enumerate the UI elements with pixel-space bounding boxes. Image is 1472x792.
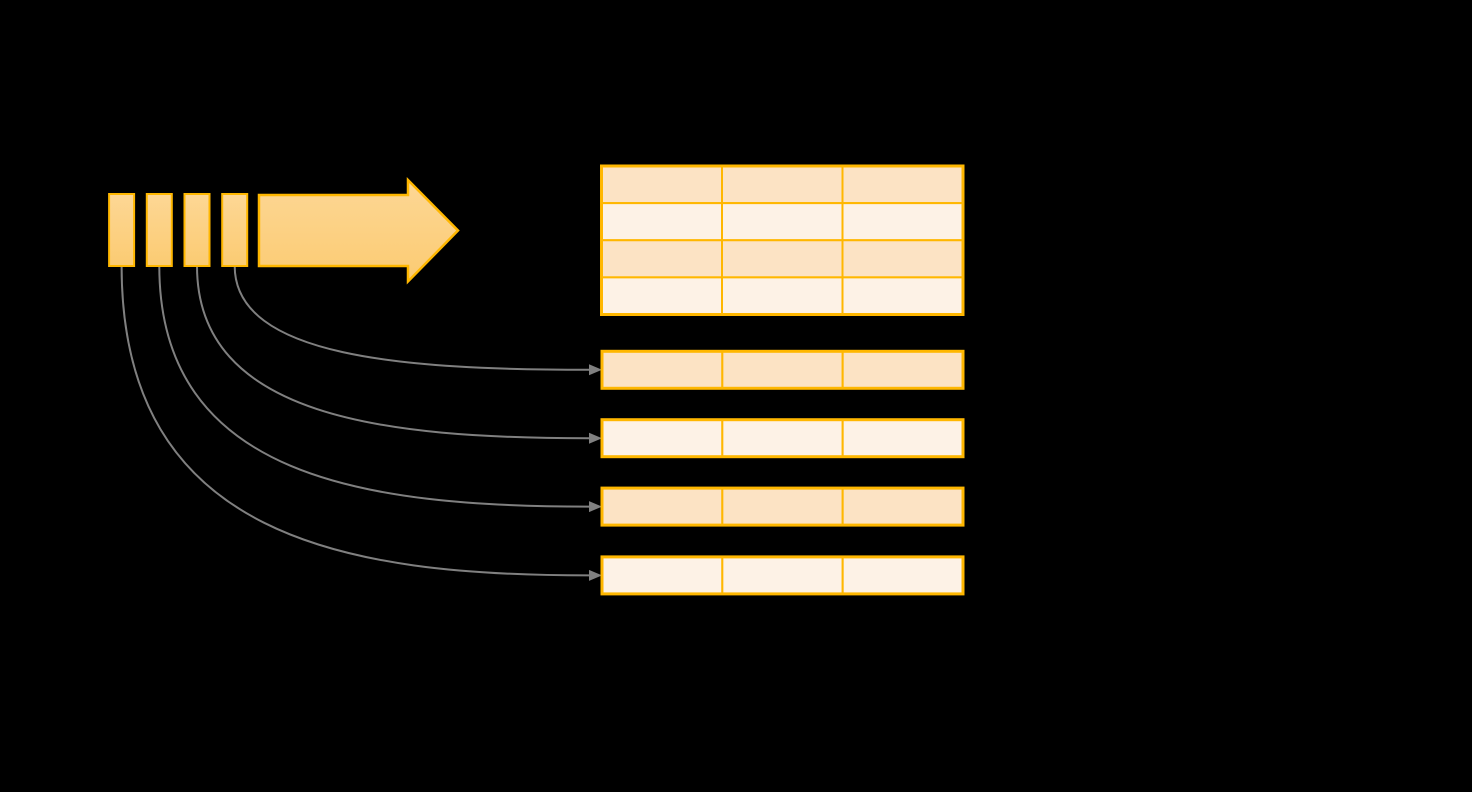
connector-arrowhead-3	[589, 432, 602, 444]
batch-table-cell-r2c2	[721, 202, 844, 242]
row-table-2-cell-3	[841, 418, 965, 458]
batch-table-cell-r2c1	[600, 202, 723, 242]
row-table-1-cell-3	[841, 350, 965, 390]
request-bar-4	[221, 193, 249, 267]
connector-curve-3	[196, 265, 590, 440]
row-table-4-cell-3	[841, 555, 965, 595]
row-table-2-cell-1	[601, 418, 724, 458]
connector-arrowhead-1	[589, 569, 602, 581]
batch-table-cell-r3c3	[841, 239, 964, 279]
batch-table-cell-r4c1	[600, 276, 723, 316]
batch-table-cell-r1c2	[721, 165, 844, 205]
batch-table-cell-r1c3	[841, 165, 964, 205]
row-table-3-cell-3	[841, 487, 965, 527]
batch-block-arrow	[257, 176, 460, 285]
connector-arrowhead-4	[589, 364, 602, 376]
connector-curve-4	[233, 265, 590, 371]
batch-table-cell-r3c2	[721, 239, 844, 279]
row-table-2-cell-2	[721, 418, 844, 458]
row-table-3-cell-1	[601, 487, 724, 527]
row-table-2-border	[600, 418, 965, 459]
connector-curve-2	[158, 265, 590, 508]
batch-table-cell-r4c2	[721, 276, 844, 316]
row-table-1-cell-1	[601, 350, 724, 390]
request-bar-3	[183, 193, 211, 267]
row-table-3-border	[600, 486, 965, 527]
batch-table-cell-r2c3	[841, 202, 964, 242]
batch-table-cell-r1c1	[600, 165, 723, 205]
request-bar-2	[145, 193, 173, 267]
row-table-3-cell-2	[721, 487, 844, 527]
row-table-1-cell-2	[721, 350, 844, 390]
connector-arrowhead-2	[589, 501, 602, 513]
row-table-4-cell-1	[601, 555, 724, 595]
batch-table-cell-r4c3	[841, 276, 964, 316]
row-table-4-border	[600, 555, 965, 596]
batch-table-border	[600, 164, 965, 316]
connector-curve-1	[120, 265, 590, 577]
row-table-1-border	[600, 349, 965, 390]
row-table-4-cell-2	[721, 555, 844, 595]
batch-table-cell-r3c1	[600, 239, 723, 279]
request-bar-1	[108, 193, 136, 267]
